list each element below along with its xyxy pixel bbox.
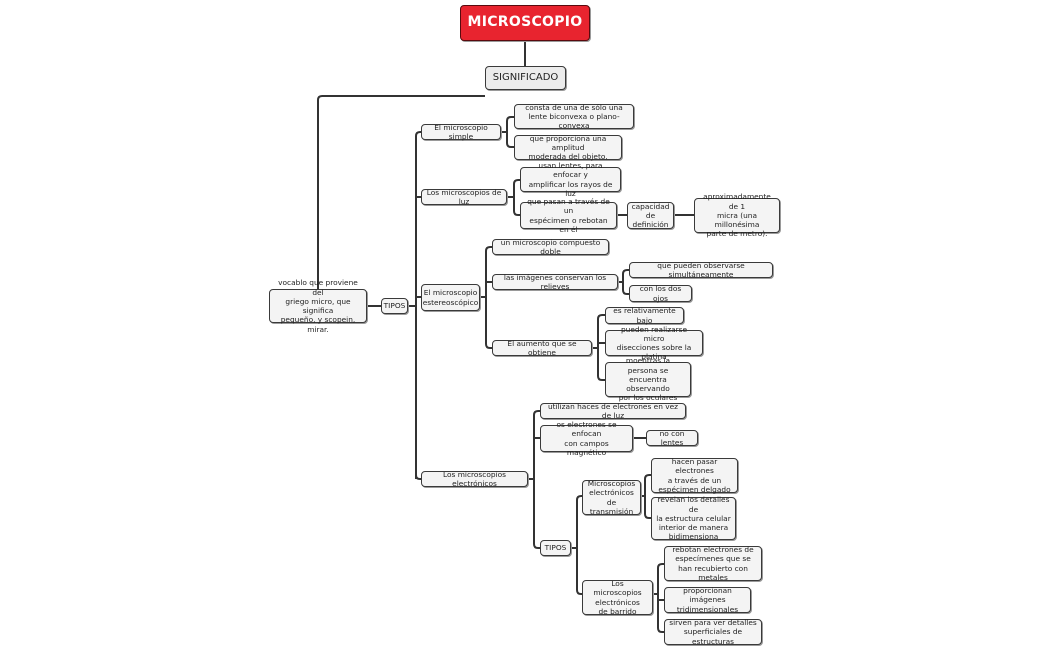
link-estereo xyxy=(480,246,492,349)
node-luz-aproximadamente[interactable]: aproximadamente de 1 micra (una millonés… xyxy=(694,192,780,238)
node-aumento-oculares[interactable]: moentras la persona se encuentra observa… xyxy=(605,356,691,402)
node-barrido-rebotan[interactable]: rebotan electrones de especímenes que se… xyxy=(664,545,762,582)
node-electronicos-transmision[interactable]: Microscopios electrónicos de transmisión xyxy=(582,479,641,516)
link-electronicos xyxy=(528,410,540,549)
node-luz-especimen[interactable]: que pasan a través de un espécimen o reb… xyxy=(520,197,617,234)
node-transmision-revelan[interactable]: revelan los detalles de la estructura ce… xyxy=(651,495,736,541)
node-microscopio-simple[interactable]: El microscopio simple xyxy=(421,123,501,141)
link-luz xyxy=(507,179,520,216)
node-aumento-disecciones[interactable]: pueden realizarse micro disecciones sobr… xyxy=(605,325,703,361)
node-microscopio-estereoscopico[interactable]: El microscopio estereoscópico xyxy=(421,284,480,311)
node-estereo-relieves[interactable]: las imágenes conservan los relieves xyxy=(492,273,618,291)
node-estereo-aumento[interactable]: El aumento que se obtiene xyxy=(492,339,592,357)
node-aumento-bajo[interactable]: es relativamente bajo xyxy=(605,306,684,325)
node-microscopios-electronicos[interactable]: Los microscopios electrónicos xyxy=(421,470,528,488)
node-luz-capacidad[interactable]: capacidad de definición xyxy=(627,202,674,229)
node-estereo-compuesto[interactable]: un microscopio compuesto doble xyxy=(492,238,609,256)
node-definition[interactable]: vocablo que proviene del griego micro, q… xyxy=(269,278,367,334)
link-electronicos-tipos xyxy=(571,495,582,595)
link-estereo-relieves xyxy=(618,269,629,295)
node-electronicos-barrido[interactable]: Los microscopios electrónicos de barrido xyxy=(582,579,653,616)
link-simple xyxy=(501,116,514,148)
link-tipos-branches xyxy=(415,131,421,480)
node-significado[interactable]: SIGNIFICADO xyxy=(485,66,566,90)
node-transmision-pasar[interactable]: hacen pasar electrones a través de un es… xyxy=(651,457,738,494)
node-barrido-superficiales[interactable]: sirven para ver detalles superficiales d… xyxy=(664,618,762,646)
node-estereo-dos-ojos[interactable]: con los dos ojos xyxy=(629,284,692,303)
node-electronicos-no-lentes[interactable]: no con lentes xyxy=(646,429,698,447)
node-barrido-tridimensionales[interactable]: proporcionan imágenes tridimensionales xyxy=(664,586,751,614)
link-significado-definition xyxy=(317,95,485,289)
node-simple-lente[interactable]: consta de una de sólo una lente biconvex… xyxy=(514,103,634,130)
node-estereo-simultaneamente[interactable]: que pueden observarse simultáneamente xyxy=(629,261,773,279)
node-microscopios-luz[interactable]: Los microscopios de luz xyxy=(421,188,507,206)
link-tipos-trunk xyxy=(408,136,417,479)
link-barrido xyxy=(653,563,664,633)
root-node-microscopio[interactable]: MICROSCOPIO xyxy=(460,5,590,41)
node-electronicos-campos[interactable]: os electrones se enfocan con campos magn… xyxy=(540,420,633,457)
node-electronicos-haces[interactable]: utilizan haces de electrones en vez de l… xyxy=(540,402,686,420)
node-luz-lentes[interactable]: usan lentes, para enfocar y amplificar l… xyxy=(520,161,621,198)
link-estereo-aumento xyxy=(592,314,605,381)
node-simple-amplitud[interactable]: que proporciona una amplitud moderada de… xyxy=(514,134,622,161)
link-transmision xyxy=(641,474,651,519)
node-tipos[interactable]: TIPOS xyxy=(381,298,408,314)
node-electronicos-tipos[interactable]: TIPOS xyxy=(540,540,571,556)
